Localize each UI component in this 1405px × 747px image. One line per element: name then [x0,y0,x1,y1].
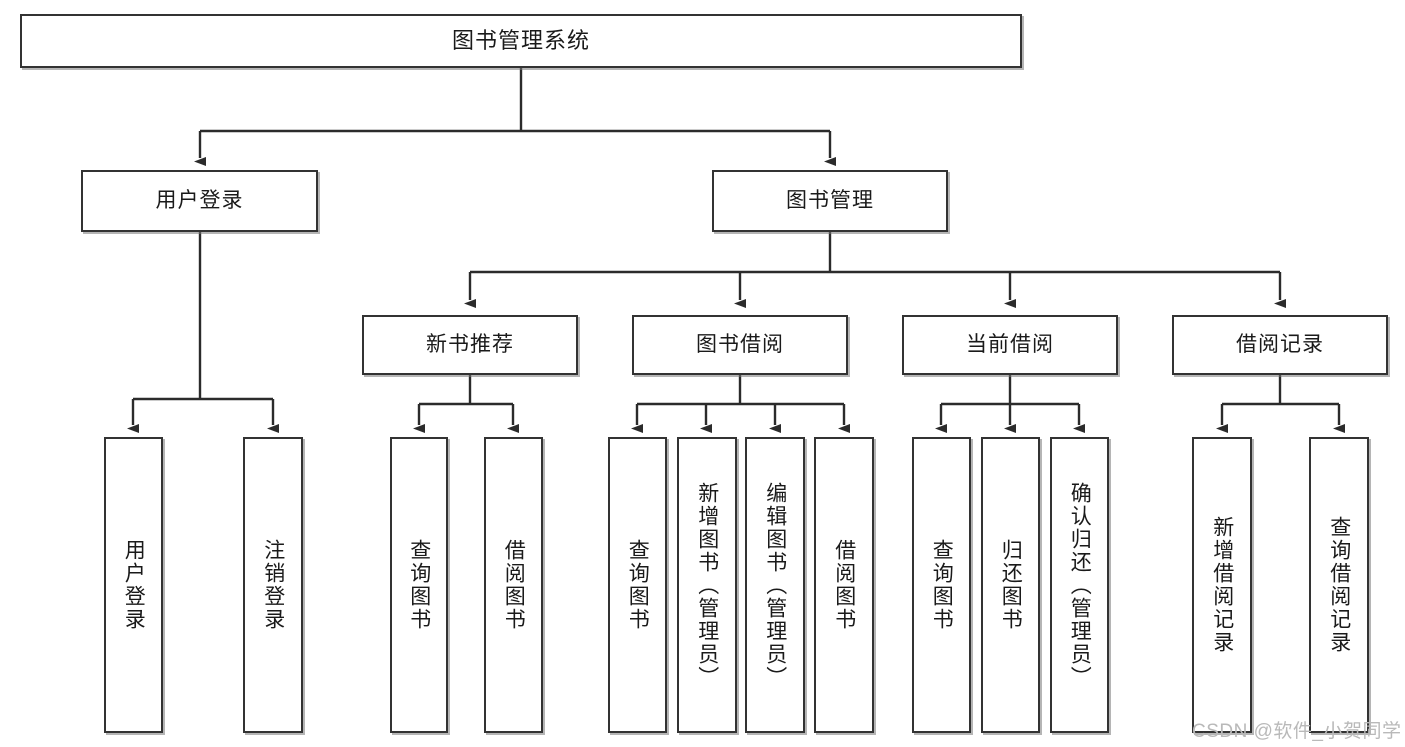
node-leaf-borrow-book-1-label: 借阅图书 [502,539,526,631]
node-leaf-add-record-label: 新增借阅记录 [1210,516,1234,654]
node-root[interactable]: 图书管理系统 [20,14,1022,68]
watermark: CSDN @软件_小贺同学 [1192,721,1402,742]
node-borrow-record[interactable]: 借阅记录 [1172,315,1388,375]
node-book-management[interactable]: 图书管理 [712,170,948,232]
node-leaf-borrow-book-2[interactable]: 借阅图书 [814,437,874,733]
node-leaf-query-book-1[interactable]: 查询图书 [390,437,448,733]
node-leaf-query-book-1-label: 查询图书 [407,539,431,631]
node-leaf-return-book-label: 归还图书 [999,539,1023,631]
node-leaf-user-login[interactable]: 用户登录 [104,437,163,733]
node-borrow-record-label: 借阅记录 [1236,333,1324,357]
node-leaf-add-record[interactable]: 新增借阅记录 [1192,437,1252,733]
node-user-login-label: 用户登录 [155,189,244,213]
node-leaf-logout-login-label: 注销登录 [261,539,285,631]
node-leaf-confirm-return-label: 确认归还（管理员） [1068,481,1092,689]
node-book-borrow[interactable]: 图书借阅 [632,315,848,375]
node-new-book-recommend[interactable]: 新书推荐 [362,315,578,375]
node-book-borrow-label: 图书借阅 [696,333,784,357]
node-leaf-borrow-book-2-label: 借阅图书 [832,539,856,631]
node-leaf-query-book-2-label: 查询图书 [626,539,650,631]
node-leaf-query-book-2[interactable]: 查询图书 [608,437,667,733]
node-current-borrow-label: 当前借阅 [966,333,1054,357]
node-current-borrow[interactable]: 当前借阅 [902,315,1118,375]
node-leaf-query-book-3-label: 查询图书 [930,539,954,631]
node-leaf-user-login-label: 用户登录 [122,539,146,631]
node-leaf-confirm-return[interactable]: 确认归还（管理员） [1050,437,1109,733]
node-leaf-add-book-label: 新增图书（管理员） [695,481,719,689]
node-user-login[interactable]: 用户登录 [81,170,318,232]
node-new-book-recommend-label: 新书推荐 [426,333,514,357]
node-leaf-query-book-3[interactable]: 查询图书 [912,437,971,733]
node-leaf-query-record[interactable]: 查询借阅记录 [1309,437,1369,733]
node-leaf-logout-login[interactable]: 注销登录 [243,437,303,733]
node-root-label: 图书管理系统 [451,27,590,53]
node-leaf-add-book[interactable]: 新增图书（管理员） [677,437,737,733]
node-leaf-borrow-book-1[interactable]: 借阅图书 [484,437,543,733]
node-leaf-edit-book-label: 编辑图书（管理员） [763,481,787,689]
node-leaf-return-book[interactable]: 归还图书 [981,437,1040,733]
node-leaf-query-record-label: 查询借阅记录 [1327,516,1351,654]
node-book-management-label: 图书管理 [786,189,874,213]
node-leaf-edit-book[interactable]: 编辑图书（管理员） [745,437,805,733]
